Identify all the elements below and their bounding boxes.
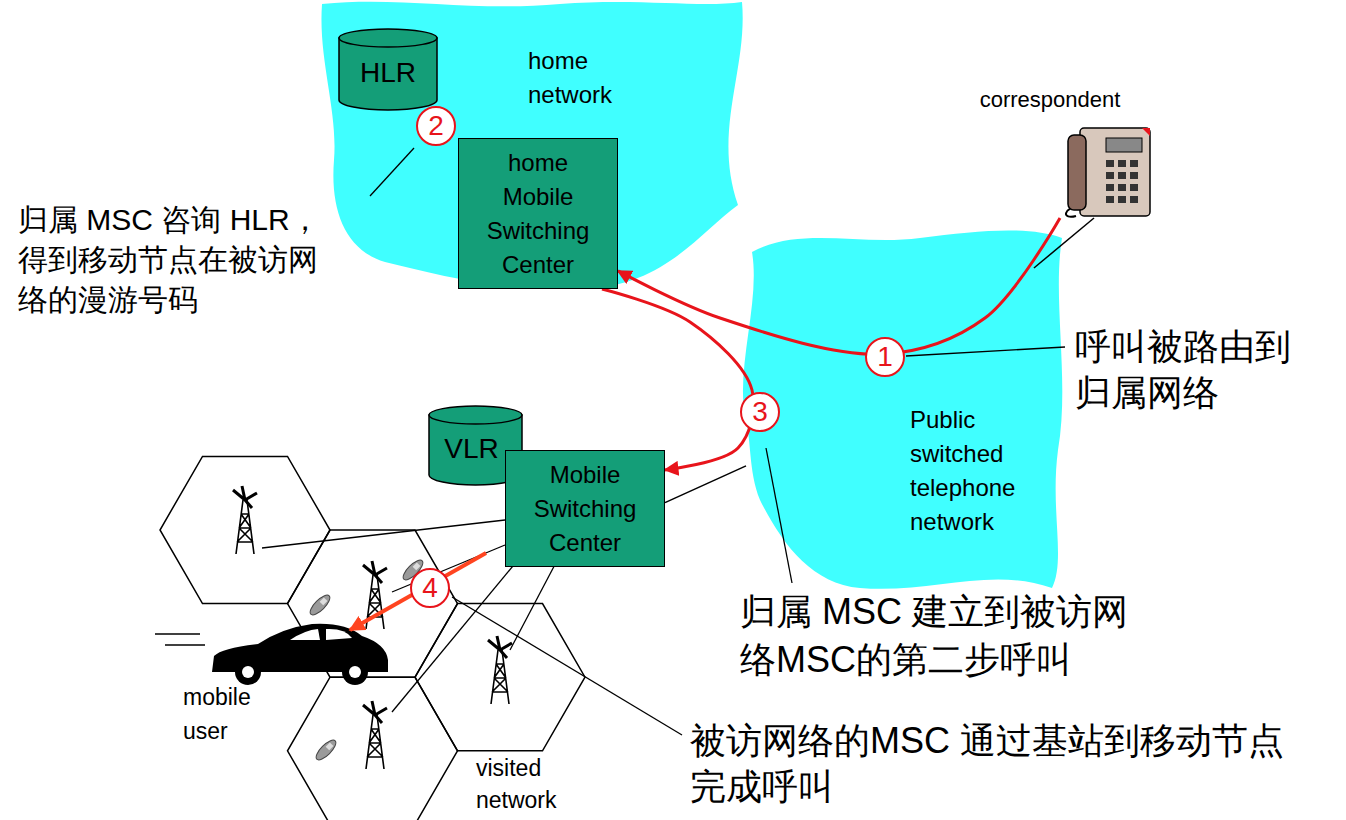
hlr-database: HLR (338, 28, 438, 110)
callout-number: 2 (416, 106, 456, 146)
callout-number: 3 (740, 392, 780, 432)
node-label: VLR (428, 434, 515, 464)
call-route-arrow (602, 289, 754, 470)
callout-number: 1 (865, 337, 905, 377)
region-label: visited network (476, 752, 576, 816)
pstn-cloud: Public switched telephone network (738, 222, 1072, 596)
callout-note: 被访网络的MSC 通过基站到移动节点完成呼叫 (690, 718, 1315, 810)
telephone (1066, 128, 1150, 217)
correspondent-phone: correspondent (950, 86, 1150, 218)
switching-center-box: Mobile Switching Center (505, 450, 665, 567)
node-label: Public switched telephone network (910, 403, 1040, 539)
cloud-shape (738, 222, 1072, 596)
node-label: home Mobile Switching Center (473, 146, 603, 282)
figure-label: mobile user (183, 680, 275, 748)
callout-note: 呼叫被路由到归属网络 (1075, 324, 1307, 416)
node-label: Mobile Switching Center (520, 458, 650, 560)
node-label: correspondent (950, 86, 1150, 114)
link-line (665, 466, 746, 503)
home-network-cloud: home network HLR home Mobile Switching Cen… (315, 0, 747, 292)
base-station-towers (233, 486, 512, 769)
node-label: home network (528, 44, 640, 112)
switching-center-box: home Mobile Switching Center (458, 138, 618, 289)
radio-arrow (350, 553, 486, 630)
callout-note: 归属 MSC 咨询 HLR，得到移动节点在被访网络的漫游号码 (18, 200, 323, 320)
node-label: HLR (338, 58, 438, 88)
car (155, 624, 388, 685)
callout-note: 归属 MSC 建立到被访网络MSC的第二步呼叫 (740, 588, 1145, 684)
callout-number: 4 (410, 568, 450, 608)
